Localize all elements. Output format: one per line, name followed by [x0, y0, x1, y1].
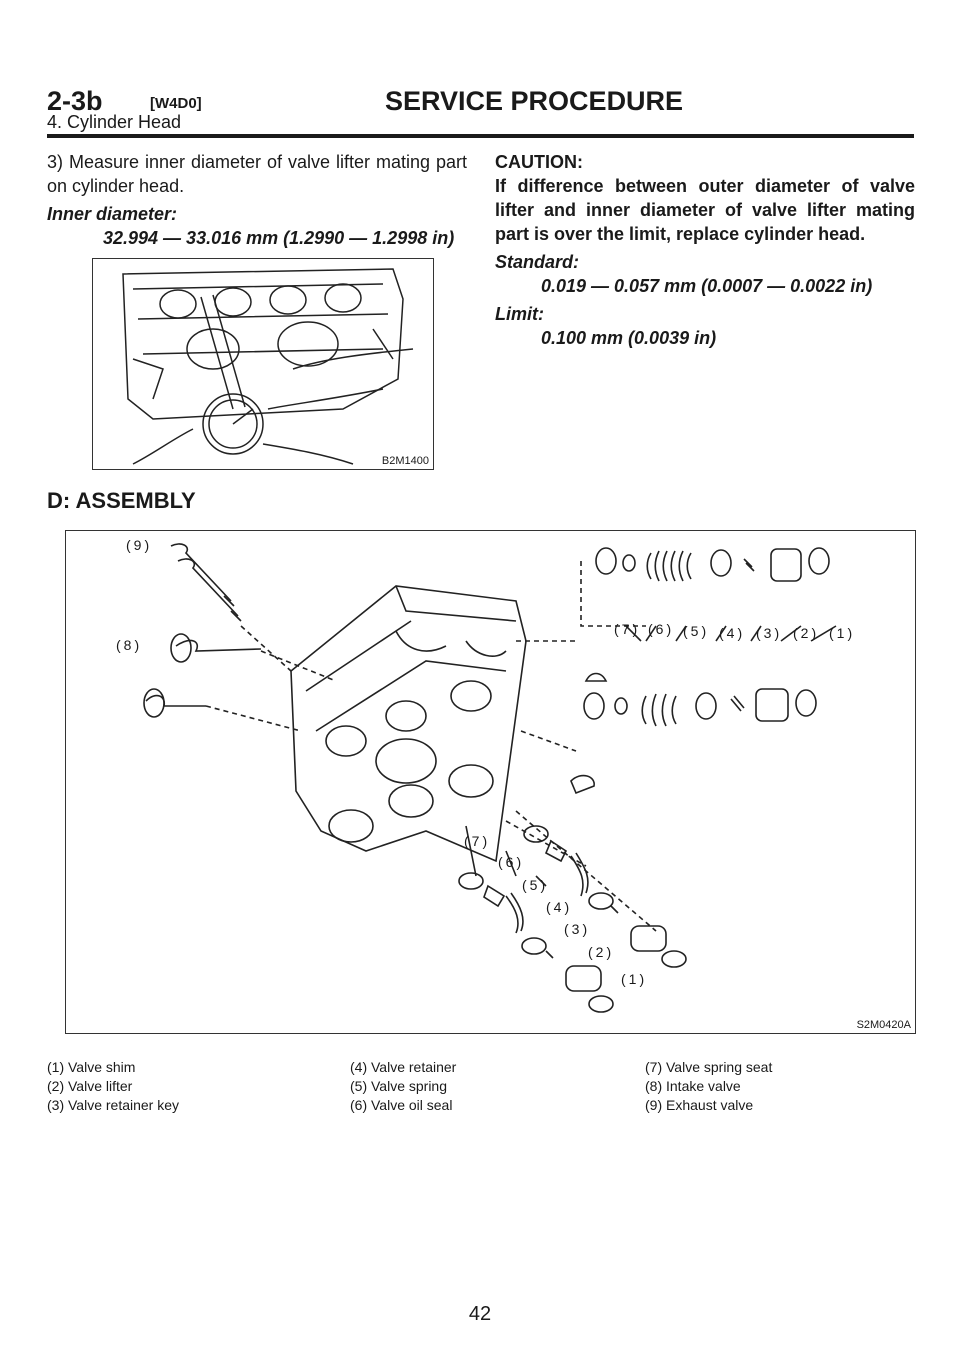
assembly-illustration — [143, 543, 837, 1013]
page-title: SERVICE PROCEDURE — [385, 86, 684, 116]
callout-2-lower: (2) — [588, 944, 615, 960]
section-heading: D: ASSEMBLY — [47, 488, 196, 513]
bore-gauge-illustration — [122, 268, 414, 465]
legend-item: (9) Exhaust valve — [645, 1097, 754, 1113]
callout-8: (8) — [116, 637, 143, 653]
figure1-id: B2M1400 — [381, 455, 429, 467]
figure-assembly: (9) (8) (7) (6) (5) (4) (3) (2) (1) (7) … — [65, 530, 916, 1034]
inner-diameter-label: Inner diameter: — [47, 204, 178, 224]
caution-heading: CAUTION: — [495, 152, 583, 172]
section-subtitle: 4. Cylinder Head — [47, 112, 182, 132]
callout-3: (3) — [756, 625, 783, 641]
step-block: 3) Measure inner diameter of valve lifte… — [47, 150, 467, 250]
step-text: 3) Measure inner diameter of valve lifte… — [47, 152, 467, 196]
legend-item: (7) Valve spring seat — [645, 1059, 773, 1075]
legend-item: (6) Valve oil seal — [350, 1097, 453, 1113]
legend-item: (8) Intake valve — [645, 1078, 741, 1094]
legend-item: (1) Valve shim — [47, 1059, 136, 1075]
legend-column-1: (1) Valve shim (2) Valve lifter (3) Valv… — [47, 1058, 179, 1115]
standard-label: Standard: — [495, 252, 580, 272]
callout-4: (4) — [719, 625, 746, 641]
limit-value: 0.100 mm (0.0039 in) — [541, 328, 717, 348]
callout-5: (5) — [683, 623, 710, 639]
callout-7-lower: (7) — [464, 833, 491, 849]
caution-text: If difference between outer diameter of … — [495, 176, 915, 244]
inner-diameter-value: 32.994 — 33.016 mm (1.2990 — 1.2998 in) — [103, 228, 455, 248]
legend-item: (3) Valve retainer key — [47, 1097, 180, 1113]
section-code: 2-3b — [47, 86, 103, 116]
callout-5-lower: (5) — [522, 877, 549, 893]
callout-6-lower: (6) — [498, 854, 525, 870]
legend-item: (4) Valve retainer — [350, 1059, 457, 1075]
model-code: [W4D0] — [150, 95, 202, 112]
figure-bore-gauge: B2M1400 — [92, 258, 434, 470]
callout-7: (7) — [614, 621, 641, 637]
callout-4-lower: (4) — [546, 899, 573, 915]
callout-2: (2) — [793, 625, 820, 641]
legend-item: (2) Valve lifter — [47, 1078, 133, 1094]
callout-3-lower: (3) — [564, 921, 591, 937]
standard-value: 0.019 — 0.057 mm (0.0007 — 0.0022 in) — [541, 276, 873, 296]
legend-item: (5) Valve spring — [350, 1078, 448, 1094]
figure2-id: S2M0420A — [856, 1019, 911, 1031]
header-rule — [47, 134, 914, 138]
page-number: 42 — [468, 1303, 492, 1325]
legend-column-2: (4) Valve retainer (5) Valve spring (6) … — [350, 1058, 456, 1115]
callout-1: (1) — [829, 625, 856, 641]
legend-column-3: (7) Valve spring seat (8) Intake valve (… — [645, 1058, 772, 1115]
callout-1-lower: (1) — [621, 971, 648, 987]
limit-label: Limit: — [495, 304, 544, 324]
callout-9: (9) — [126, 537, 153, 553]
callout-6: (6) — [648, 621, 675, 637]
caution-block: CAUTION: If difference between outer dia… — [495, 150, 915, 350]
